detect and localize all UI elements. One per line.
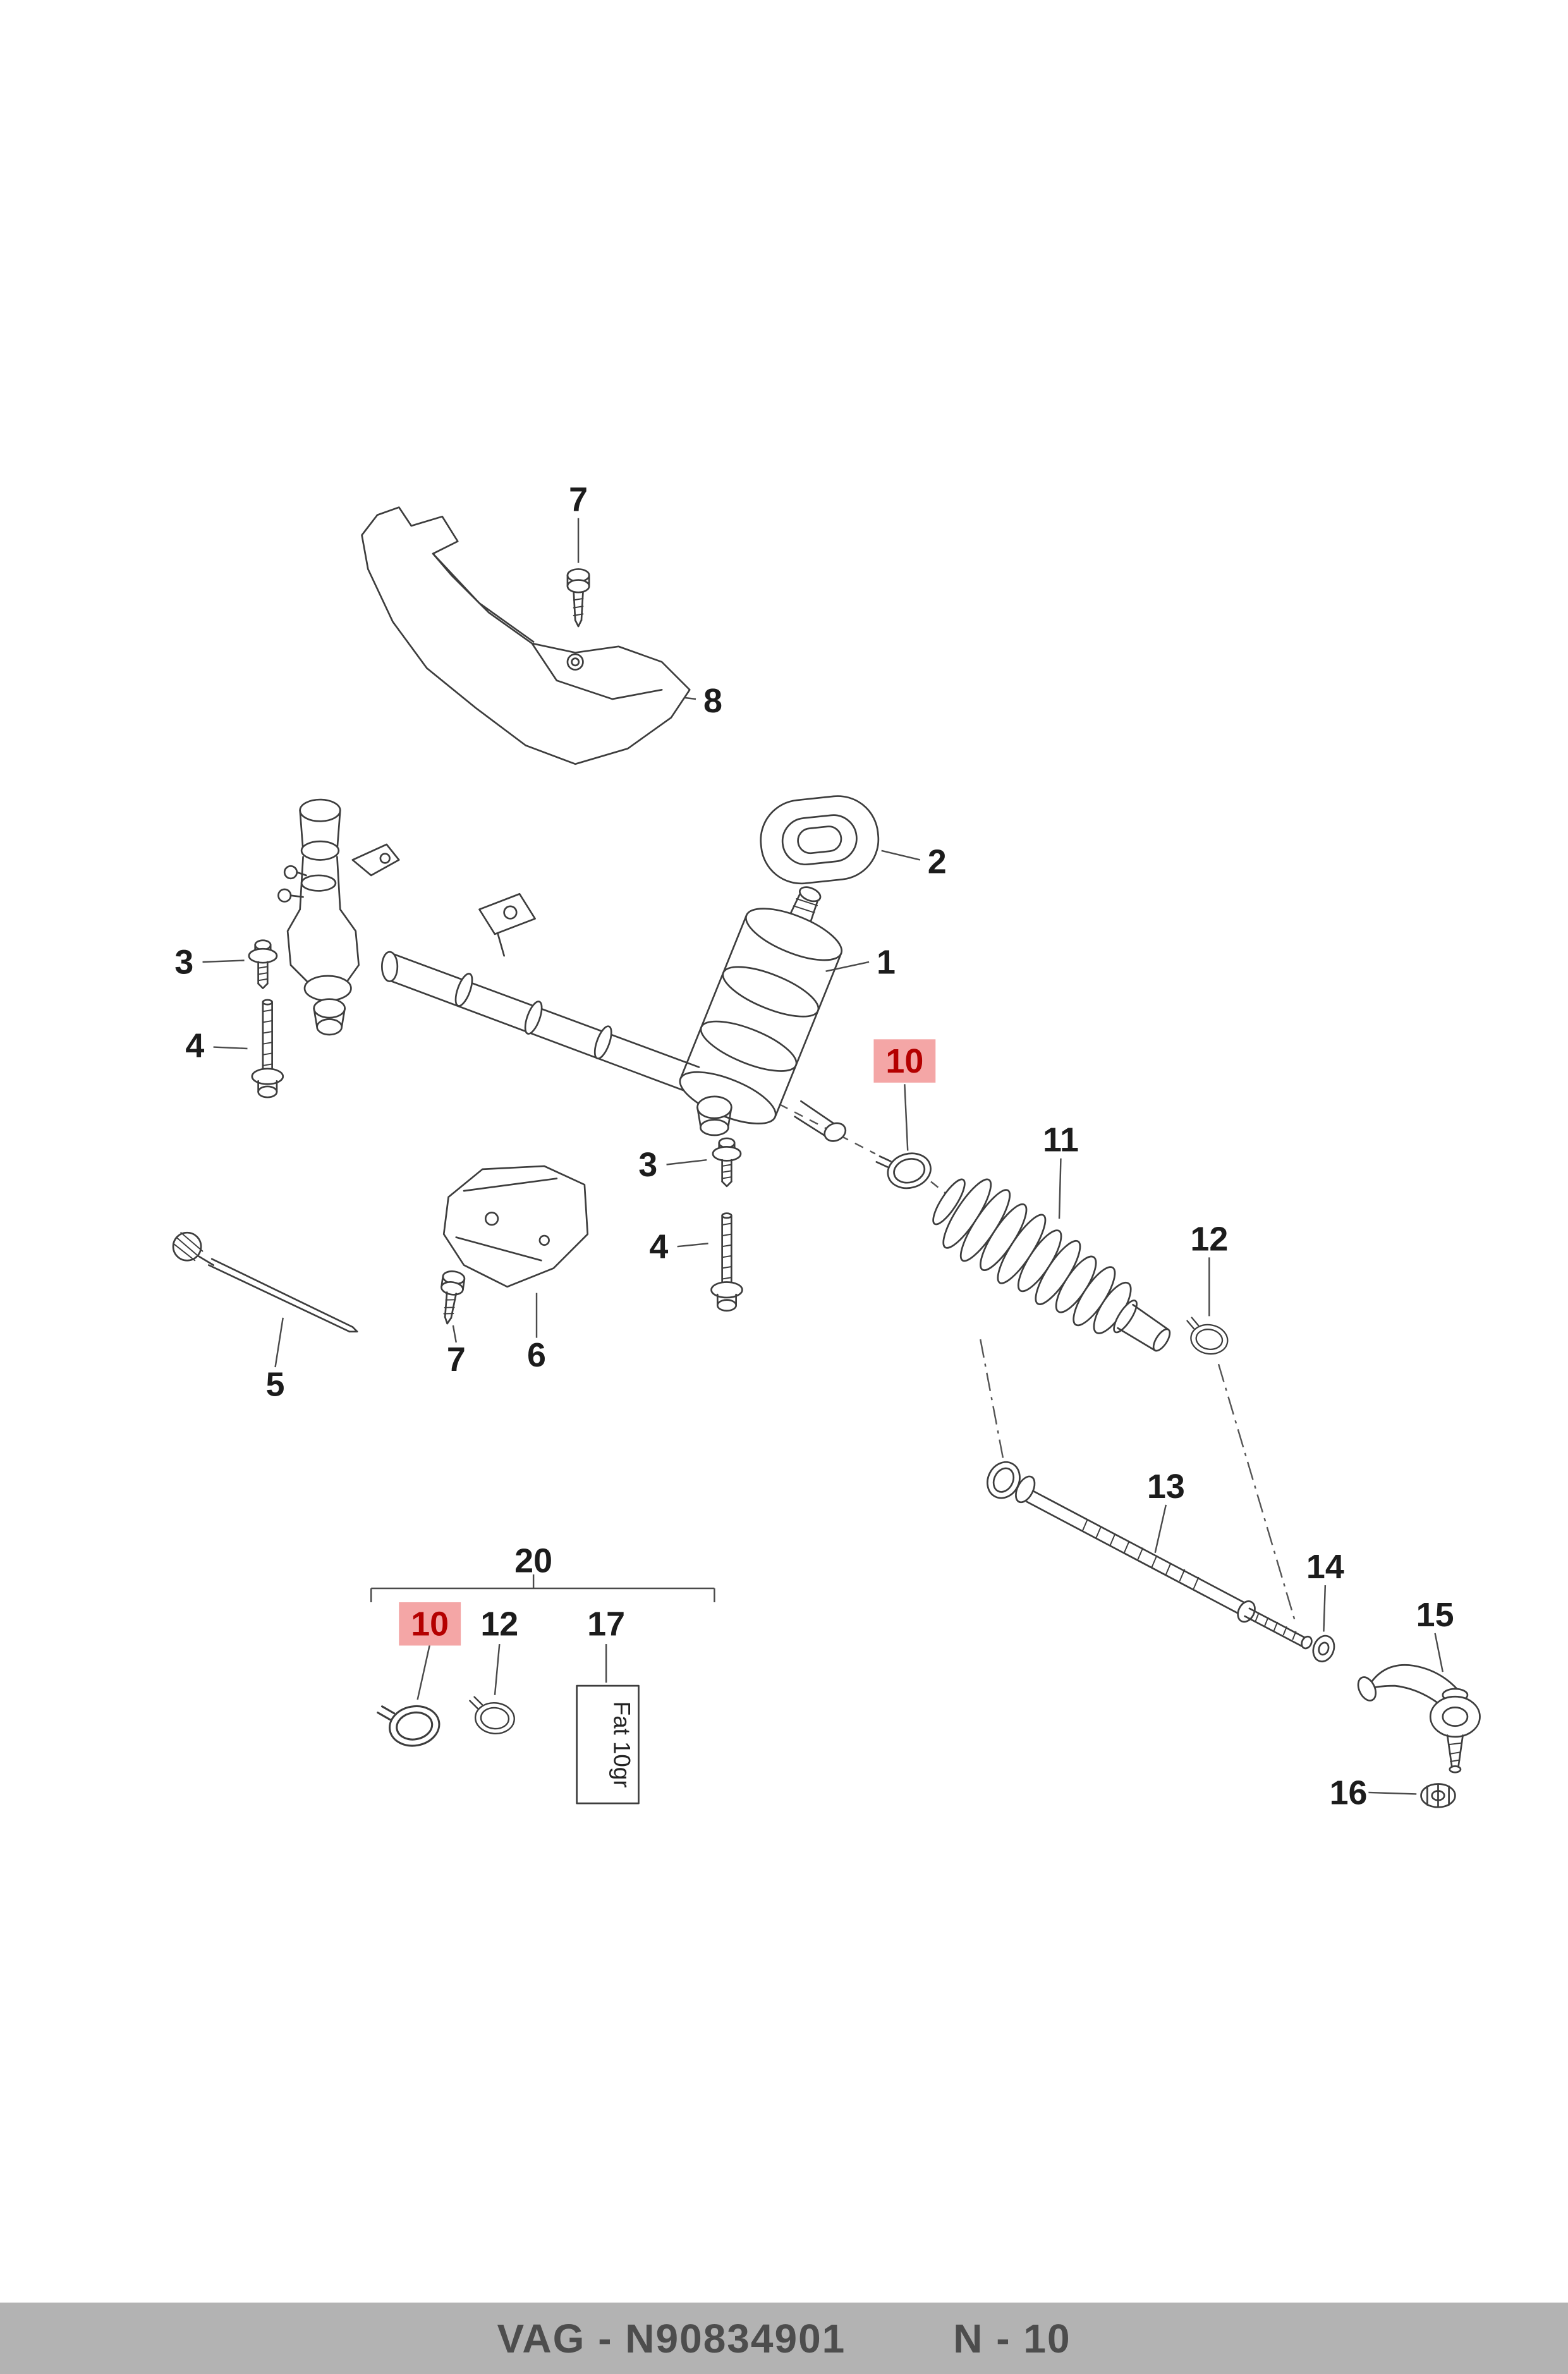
part-label-10-kit: 10 — [411, 1605, 449, 1643]
footer-part-number: VAG - N90834901 — [497, 2315, 846, 2361]
part-label-10-main: 10 — [885, 1042, 923, 1080]
grommet-2 — [760, 795, 880, 885]
washer-14 — [1312, 1634, 1335, 1663]
clamp-10-kit — [375, 1696, 444, 1753]
grease-box-label: Fat 10gr — [609, 1701, 635, 1788]
part-label-20: 20 — [514, 1542, 552, 1580]
group-20-bracket — [370, 1574, 715, 1602]
bolt-4-mid — [710, 1212, 743, 1312]
part-label-16: 16 — [1330, 1774, 1368, 1811]
leader-lines — [202, 518, 1444, 1795]
tie-rod-13 — [987, 1461, 1313, 1650]
heat-shield-8 — [361, 506, 691, 765]
footer-page-code: N - 10 — [953, 2315, 1071, 2361]
part-label-7-top: 7 — [569, 481, 588, 519]
part-label-1: 1 — [877, 943, 896, 981]
part-label-6: 6 — [527, 1336, 546, 1374]
highlight-10-kit — [399, 1602, 461, 1646]
part-label-4-mid: 4 — [649, 1228, 668, 1266]
screw-7-lower — [441, 1270, 466, 1325]
part-label-12-kit: 12 — [480, 1605, 518, 1643]
part-label-14: 14 — [1306, 1548, 1344, 1586]
grease-box-17: Fat 10gr — [576, 1684, 640, 1805]
part-label-12-right: 12 — [1190, 1220, 1228, 1258]
part-label-8: 8 — [703, 682, 722, 720]
part-label-13: 13 — [1147, 1468, 1185, 1506]
part-label-3-mid: 3 — [638, 1146, 657, 1184]
sensor-5 — [172, 1231, 358, 1333]
bolt-4-left — [251, 999, 284, 1099]
steering-gear-1 — [277, 798, 847, 1142]
clamp-12-kit — [466, 1695, 517, 1736]
clamp-10-upper — [874, 1143, 936, 1196]
part-label-11: 11 — [1043, 1121, 1079, 1159]
part-label-15: 15 — [1416, 1596, 1454, 1634]
boot-11 — [932, 1178, 1171, 1352]
nut-16 — [1420, 1783, 1456, 1808]
part-label-4-left: 4 — [185, 1026, 204, 1064]
bracket-6 — [442, 1165, 589, 1288]
part-label-17: 17 — [587, 1605, 625, 1643]
part-label-7-lower: 7 — [447, 1341, 466, 1379]
part-label-5: 5 — [266, 1365, 285, 1403]
part-label-3-left: 3 — [174, 943, 193, 981]
clamp-12-right — [1181, 1316, 1232, 1358]
part-label-2: 2 — [928, 843, 947, 880]
footer-bar: VAG - N90834901 N - 10 — [0, 2303, 1568, 2374]
bolt-3-left — [248, 939, 278, 989]
screw-7-top — [566, 568, 590, 628]
tie-rod-end-15 — [1357, 1664, 1481, 1774]
highlight-10-main — [873, 1039, 936, 1083]
bolt-3-mid — [712, 1137, 742, 1188]
construction-lines — [779, 1104, 1297, 1624]
